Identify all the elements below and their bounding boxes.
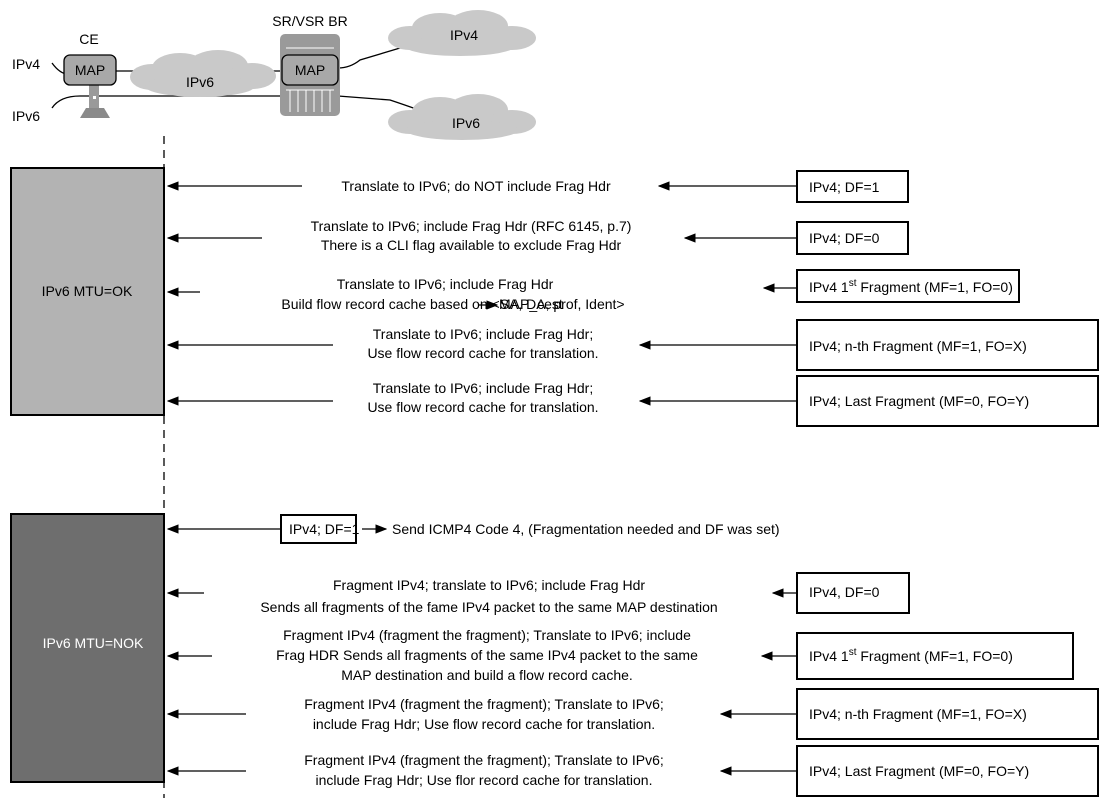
- nok-row3-packet: [796, 632, 1074, 680]
- cloud-ipv6-bottom-right: IPv6: [388, 94, 536, 140]
- ok-row3-packet-label: IPv4 1st Fragment (MF=1, FO=0): [809, 278, 1013, 295]
- ok-row4-text-2: Use flow record cache for translation.: [367, 345, 598, 361]
- ok-row2-packet-label: IPv4; DF=0: [809, 230, 880, 246]
- nok-row3-text-3: MAP destination and build a flow record …: [341, 667, 633, 683]
- cloud-ipv4-top-right: IPv4: [388, 10, 536, 56]
- ce-device: CE MAP: [63, 31, 117, 118]
- nok-row3-text-1: Fragment IPv4 (fragment the fragment); T…: [283, 627, 691, 643]
- ok-row4-packet-label: IPv4; n-th Fragment (MF=1, FO=X): [809, 338, 1027, 354]
- ok-row1-packet-label: IPv4; DF=1: [809, 179, 880, 195]
- ok-row2-text-2: There is a CLI flag available to exclude…: [321, 237, 622, 253]
- ok-row1-packet: [796, 170, 909, 203]
- ok-row4-packet: [796, 319, 1099, 371]
- ok-row3-packet: [796, 269, 1020, 303]
- ce-base: [80, 108, 110, 118]
- left-ipv6-label: IPv6: [12, 108, 40, 124]
- ipv6-access-line: [51, 95, 280, 109]
- cloud-bottom-right-label: IPv6: [452, 115, 480, 131]
- ok-row5-packet-label: IPv4; Last Fragment (MF=0, FO=Y): [809, 393, 1029, 409]
- ce-label: CE: [79, 31, 98, 47]
- ok-row5-packet: [796, 375, 1099, 427]
- nok-row5-text-2: include Frag Hdr; Use flor record cache …: [316, 772, 653, 788]
- network-topology: CE MAP IPv4 IPv6 IPv6 SR/VSR BR: [12, 10, 536, 140]
- nok-row2-text-2: Sends all fragments of the fame IPv4 pac…: [260, 599, 717, 615]
- left-ipv4-label: IPv4: [12, 56, 40, 72]
- mtu-nok-section: IPv6 MTU=NOK IPv4; DF=1 Send ICMP4 Code …: [10, 513, 1099, 797]
- nok-row2-text-1: Fragment IPv4; translate to IPv6; includ…: [333, 577, 645, 593]
- cloud-ipv6-middle: IPv6: [130, 50, 276, 97]
- nok-row5-packet: [796, 745, 1099, 797]
- br-label: SR/VSR BR: [272, 13, 347, 29]
- nok-row2-packet-label: IPv4, DF=0: [809, 584, 880, 600]
- br-map-box: [281, 54, 339, 86]
- ce-map-label: MAP: [75, 62, 105, 78]
- nok-row3-text-2: Frag HDR Sends all fragments of the same…: [276, 647, 698, 663]
- ok-row3-text-2: Build flow record cache based on <SA, DA…: [281, 296, 624, 312]
- nok-row5-packet-label: IPv4; Last Fragment (MF=0, FO=Y): [809, 763, 1029, 779]
- mtu-nok-box: [10, 513, 165, 783]
- nok-row2-packet: [796, 572, 910, 614]
- ok-row2-text-1: Translate to IPv6; include Frag Hdr (RFC…: [311, 218, 632, 234]
- cloud-mid-label: IPv6: [186, 74, 214, 90]
- ok-row5-text-2: Use flow record cache for translation.: [367, 399, 598, 415]
- nok-row4-packet: [796, 688, 1099, 740]
- br-map-label: MAP: [295, 62, 325, 78]
- ok-row1-text: Translate to IPv6; do NOT include Frag H…: [341, 178, 611, 194]
- nok-row4-text-2: include Frag Hdr; Use flow record cache …: [313, 716, 655, 732]
- nok-row4-text-1: Fragment IPv4 (fragment the fragment); T…: [304, 696, 664, 712]
- ok-row5-text-1: Translate to IPv6; include Frag Hdr;: [373, 380, 593, 396]
- nok-row1-packet: [280, 514, 357, 544]
- ok-row3-cache-target: MAP_cest: [499, 296, 563, 312]
- mtu-ok-section: IPv6 MTU=OK Translate to IPv6; do NOT in…: [10, 167, 1099, 427]
- nok-row4-packet-label: IPv4; n-th Fragment (MF=1, FO=X): [809, 706, 1027, 722]
- mtu-nok-label: IPv6 MTU=NOK: [43, 635, 144, 651]
- mtu-ok-box: [10, 167, 165, 416]
- nok-row1-text: Send ICMP4 Code 4, (Fragmentation needed…: [392, 521, 780, 537]
- ce-map-box: [63, 54, 117, 86]
- br-router: SR/VSR BR MAP: [272, 13, 348, 116]
- cloud-top-right-label: IPv4: [450, 27, 478, 43]
- mtu-ok-label: IPv6 MTU=OK: [42, 283, 133, 299]
- ok-row2-packet: [796, 221, 909, 255]
- ok-row4-text-1: Translate to IPv6; include Frag Hdr;: [373, 326, 593, 342]
- ok-row3-text-1: Translate to IPv6; include Frag Hdr: [337, 276, 554, 292]
- nok-row5-text-1: Fragment IPv4 (fragment the fragment); T…: [304, 752, 664, 768]
- nok-row3-packet-label: IPv4 1st Fragment (MF=1, FO=0): [809, 647, 1013, 664]
- nok-row1-packet-label: IPv4; DF=1: [289, 521, 360, 537]
